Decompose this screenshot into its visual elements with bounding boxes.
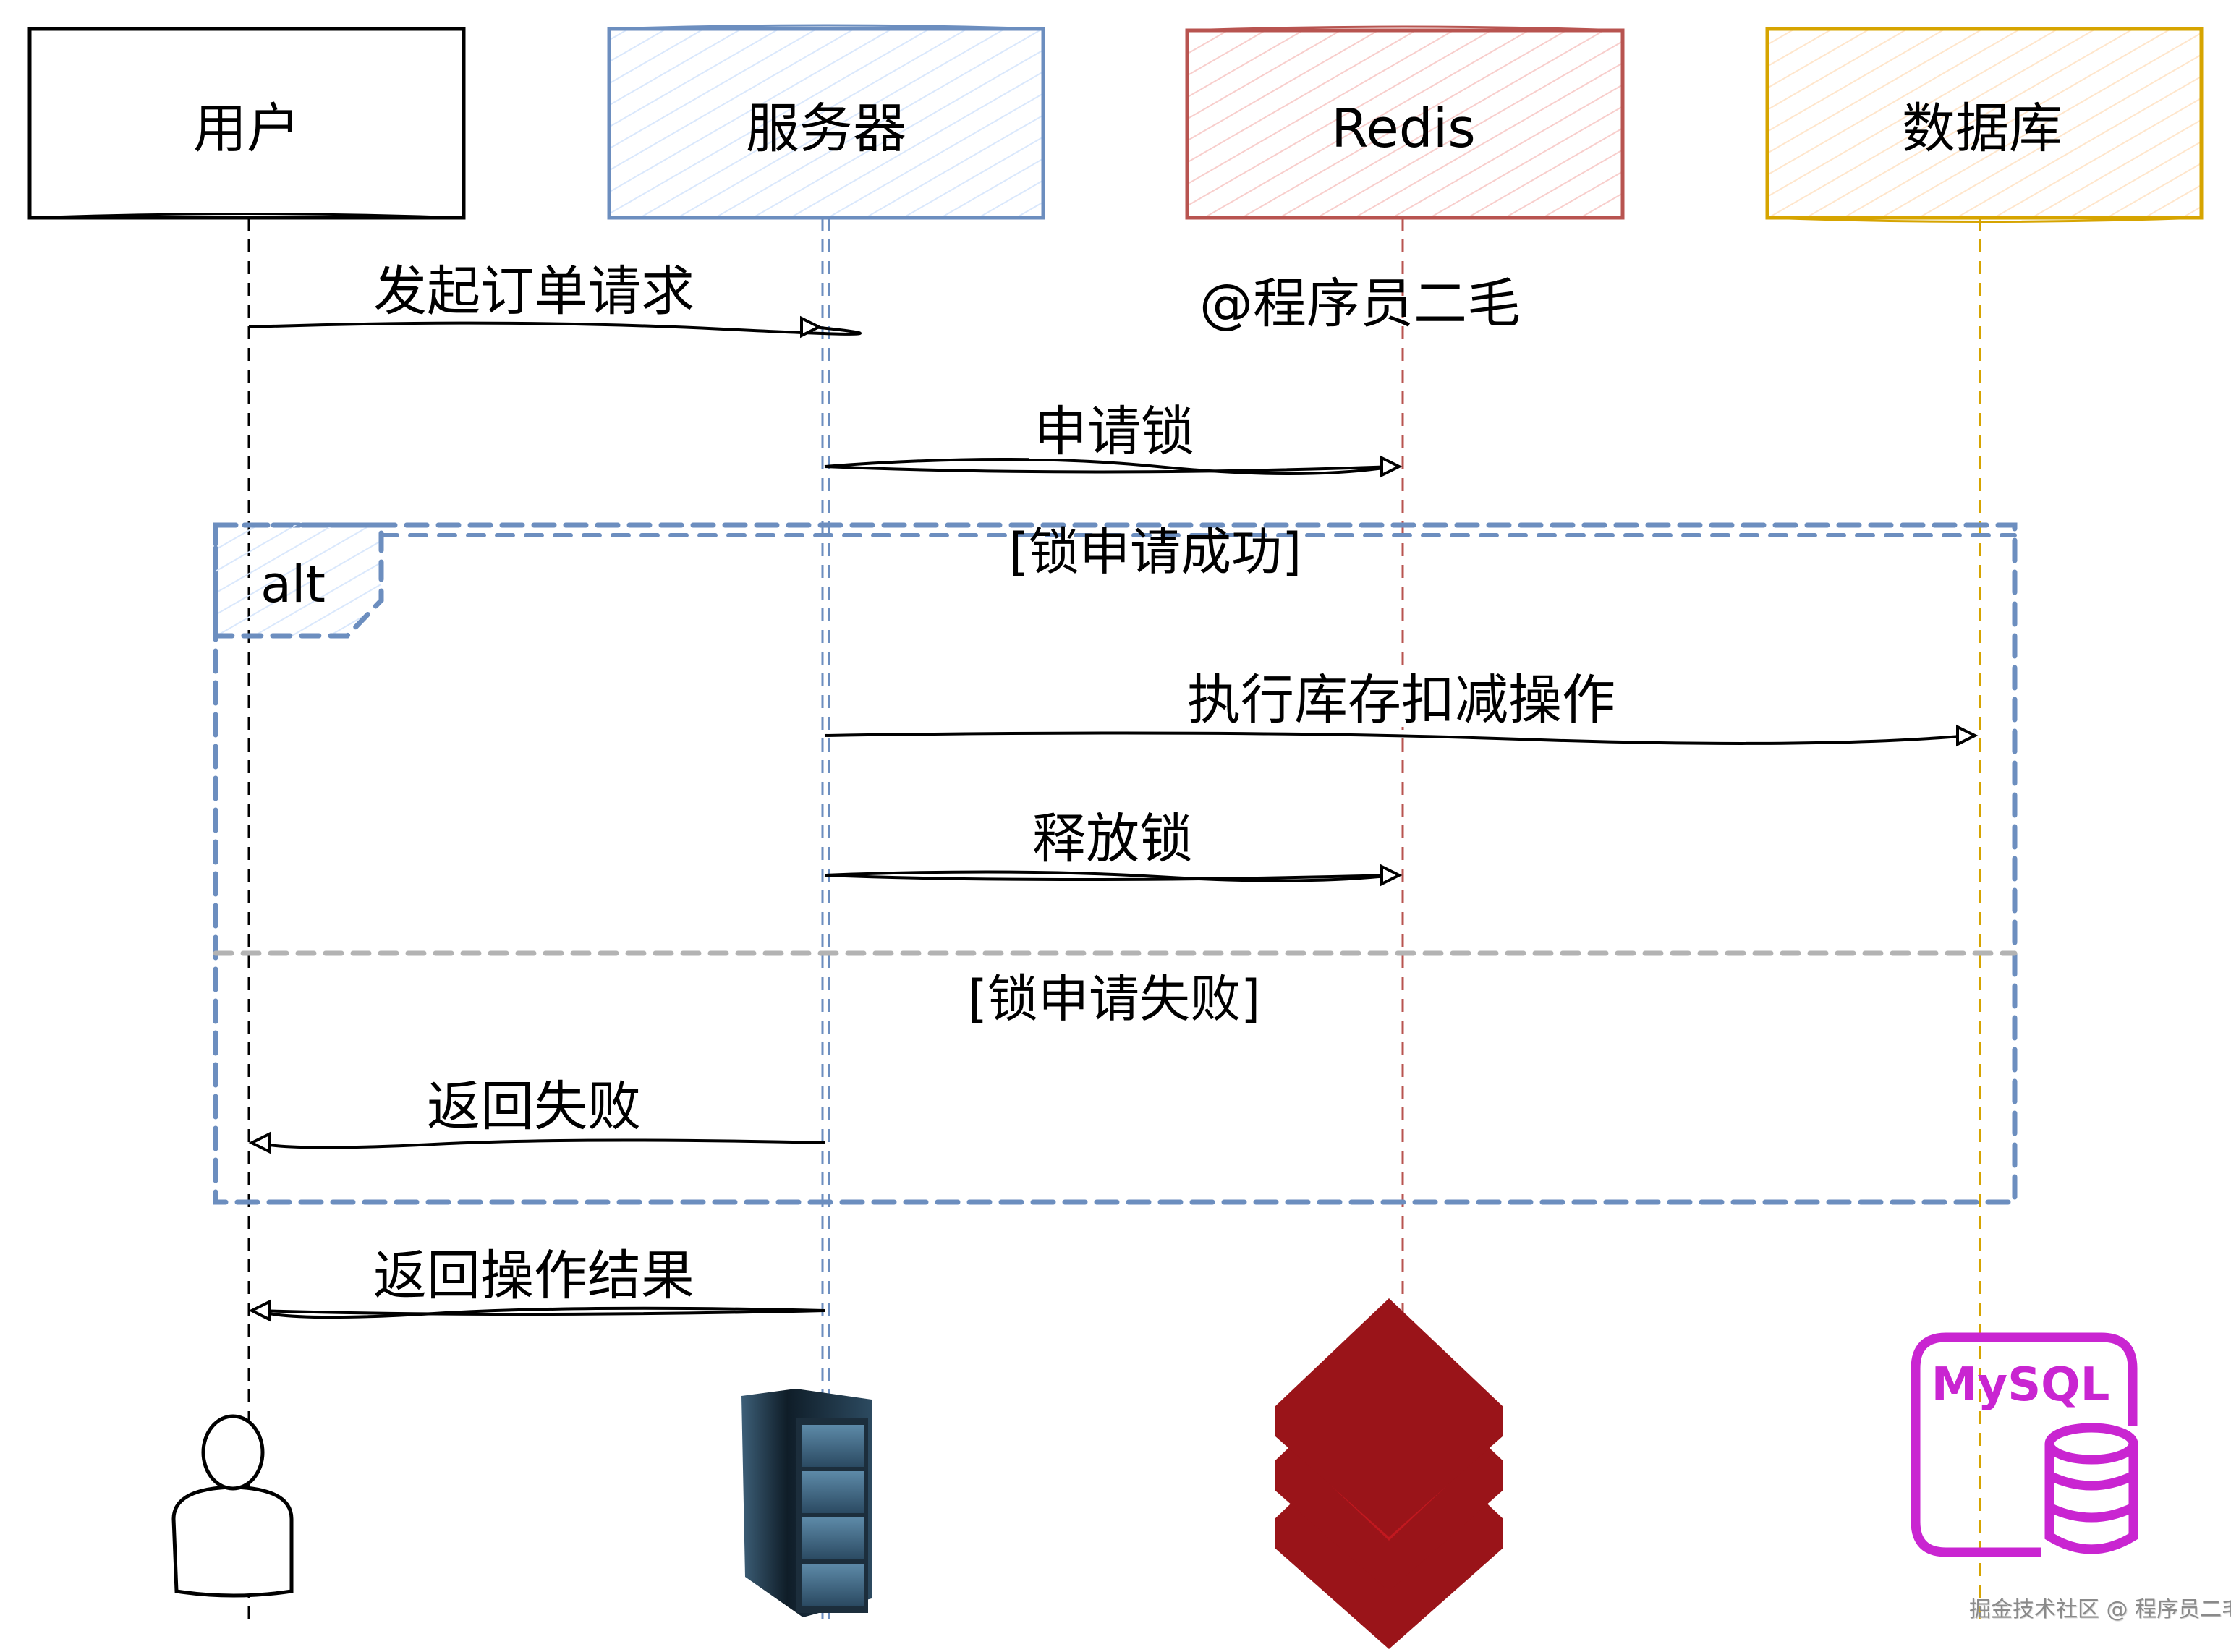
message-arrow-1 [248, 315, 862, 339]
participant-user [27, 27, 466, 220]
message-label-4: 释放锁 [1028, 812, 1197, 866]
mysql-database-icon [1911, 1332, 2138, 1557]
message-arrow-6 [248, 1299, 825, 1322]
message-arrow-3 [824, 724, 1979, 747]
message-arrow-5 [248, 1131, 825, 1154]
mysql-icon-text: MySQL [1931, 1358, 2110, 1412]
participant-db [1765, 27, 2204, 223]
person-icon [171, 1414, 294, 1598]
server-rack-icon [741, 1389, 872, 1617]
participant-redis [1185, 25, 1625, 220]
alt-operator-label: alt [260, 555, 326, 614]
message-arrow-2 [824, 455, 1403, 478]
message-label-2: 申请锁 [1029, 405, 1199, 459]
lifelines [247, 218, 1981, 1620]
alt-fragment [213, 522, 2018, 1205]
author-tag: @程序员二毛 [1199, 273, 1521, 335]
message-label-3: 执行库存扣减操作 [1183, 673, 1620, 727]
participant-label-db: 数据库 [1902, 98, 2062, 160]
guard-label-success: [锁申请成功] [1008, 522, 1302, 582]
alt-tab [213, 522, 384, 639]
message-label-5: 返回失败 [422, 1080, 645, 1133]
watermark: 掘金技术社区 @ 程序员二毛 [1969, 1597, 2231, 1622]
participant-label-server: 服务器 [746, 98, 906, 160]
redis-logo-icon [1275, 1298, 1503, 1649]
participant-label-redis: Redis [1331, 98, 1476, 160]
message-arrow-4 [824, 864, 1403, 887]
message-arrows [248, 315, 1979, 1322]
participant-label-user: 用户 [193, 98, 300, 160]
message-label-1: 发起订单请求 [369, 265, 699, 318]
guard-label-failure: [锁申请失败] [967, 969, 1261, 1029]
message-label-6: 返回操作结果 [369, 1249, 699, 1303]
participant-server [607, 24, 1045, 220]
